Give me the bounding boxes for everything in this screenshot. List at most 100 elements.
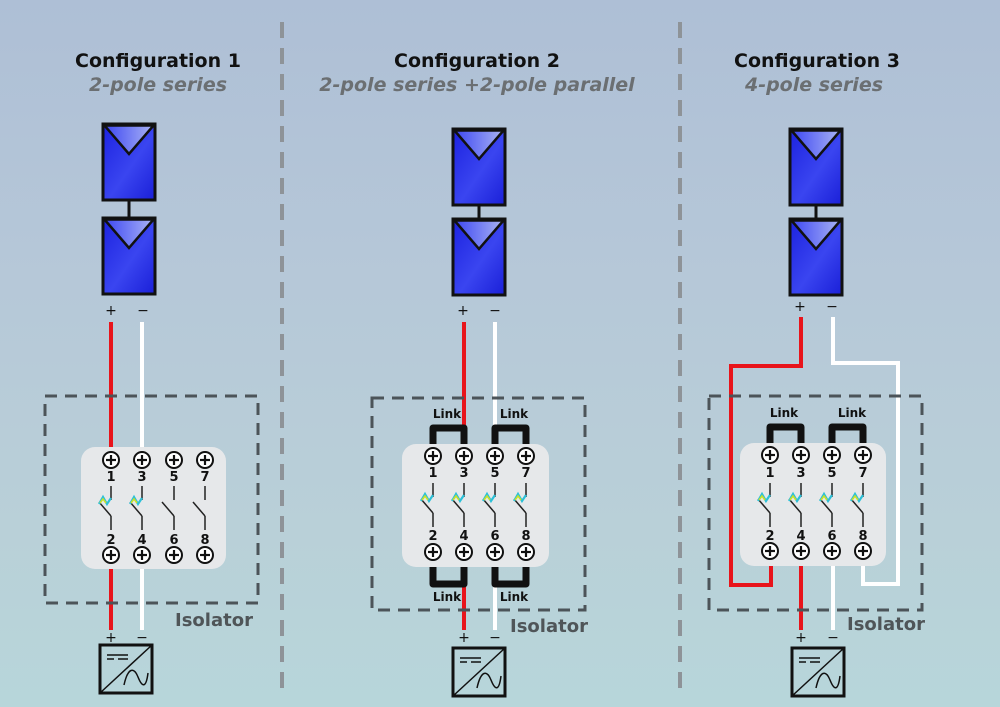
configuration-2: Configuration 2 2-pole series +2-pole pa…	[319, 50, 635, 698]
terminal-7-label: 7	[200, 470, 209, 485]
terminal-6-label: 6	[169, 533, 178, 548]
terminal-screw-icon	[760, 541, 780, 561]
config-2-title: Configuration 2	[394, 50, 560, 72]
link-label: Link	[500, 407, 529, 421]
terminal-2-label: 2	[106, 533, 115, 548]
terminal-screw-icon	[423, 446, 443, 466]
inverter-negative-label: −	[827, 630, 839, 646]
isolator-switch[interactable]	[402, 444, 549, 567]
isolator-boundary	[43, 394, 260, 605]
terminal-screw-icon	[132, 450, 152, 470]
terminal-screw-icon	[423, 542, 443, 562]
terminal-6-label: 6	[490, 529, 499, 544]
panel-negative-label: −	[826, 299, 838, 315]
link-label: Link	[433, 407, 462, 421]
config-3-subtitle: 4-pole series	[744, 74, 883, 96]
link-bridge-top-2	[491, 424, 530, 448]
solar-panel-icon	[101, 216, 157, 296]
solar-panel-icon	[451, 127, 507, 207]
isolator-switch[interactable]	[740, 443, 886, 566]
link-bridge-bottom-2	[491, 566, 530, 588]
terminal-2-label: 2	[765, 529, 774, 544]
isolator-switch[interactable]	[81, 447, 226, 569]
terminal-screw-icon	[485, 446, 505, 466]
terminal-screw-icon	[791, 445, 811, 465]
link-label: Link	[500, 590, 529, 604]
terminal-5-label: 5	[827, 466, 836, 481]
config-2-subtitle: 2-pole series +2-pole parallel	[319, 74, 635, 96]
inverter-icon	[98, 643, 154, 695]
terminal-screw-icon	[853, 445, 873, 465]
terminal-3-label: 3	[796, 466, 805, 481]
terminal-screw-icon	[516, 446, 536, 466]
link-bridge-bottom-1	[429, 566, 468, 588]
terminal-screw-icon	[454, 542, 474, 562]
inverter-positive-label: +	[795, 630, 807, 646]
inverter-icon	[790, 646, 846, 698]
terminal-screw-icon	[101, 450, 121, 470]
terminal-4-label: 4	[796, 529, 805, 544]
inverter-negative-label: −	[136, 630, 148, 646]
terminal-screw-icon	[516, 542, 536, 562]
terminal-screw-icon	[760, 445, 780, 465]
inverter-icon	[451, 646, 507, 698]
terminal-6-label: 6	[827, 529, 836, 544]
terminal-8-label: 8	[521, 529, 530, 544]
solar-panel-icon	[451, 217, 507, 297]
panel-negative-label: −	[489, 303, 501, 319]
terminal-screw-icon	[101, 545, 121, 565]
terminal-screw-icon	[195, 450, 215, 470]
link-bridge-top-1	[766, 423, 805, 446]
inverter-positive-label: +	[458, 630, 470, 646]
terminal-screw-icon	[822, 445, 842, 465]
isolator-label: Isolator	[175, 610, 253, 631]
link-label: Link	[838, 406, 867, 420]
link-label: Link	[433, 590, 462, 604]
terminal-1-label: 1	[765, 466, 774, 481]
terminal-4-label: 4	[459, 529, 468, 544]
isolator-boundary	[707, 394, 924, 612]
config-3-title: Configuration 3	[734, 50, 900, 72]
terminal-screw-icon	[164, 450, 184, 470]
solar-panel-icon	[788, 217, 844, 297]
terminal-3-label: 3	[137, 470, 146, 485]
configuration-3: Configuration 3 4-pole series + − Isolat…	[707, 50, 925, 698]
isolator-label: Isolator	[847, 614, 925, 635]
terminal-screw-icon	[485, 542, 505, 562]
terminal-2-label: 2	[428, 529, 437, 544]
terminal-8-label: 8	[858, 529, 867, 544]
isolator-label: Isolator	[510, 616, 588, 637]
panel-positive-label: +	[457, 303, 469, 319]
terminal-1-label: 1	[428, 466, 437, 481]
terminal-screw-icon	[454, 446, 474, 466]
solar-panel-icon	[788, 127, 844, 207]
config-1-subtitle: 2-pole series	[89, 74, 227, 96]
solar-panel-icon	[101, 122, 157, 202]
terminal-5-label: 5	[169, 470, 178, 485]
inverter-negative-label: −	[489, 630, 501, 646]
terminal-7-label: 7	[521, 466, 530, 481]
inverter-positive-label: +	[105, 630, 117, 646]
link-label: Link	[770, 406, 799, 420]
positive-wire	[729, 317, 803, 587]
config-1-title: Configuration 1	[75, 50, 241, 72]
configuration-1: Configuration 1 2-pole series + − Isolat…	[43, 50, 260, 695]
terminal-5-label: 5	[490, 466, 499, 481]
terminal-screw-icon	[132, 545, 152, 565]
negative-wire	[831, 317, 900, 586]
link-bridge-top-1	[429, 424, 468, 448]
terminal-screw-icon	[791, 541, 811, 561]
terminal-screw-icon	[195, 545, 215, 565]
panel-positive-label: +	[794, 299, 806, 315]
isolator-boundary	[370, 396, 587, 612]
link-bridge-top-2	[828, 423, 867, 446]
panel-positive-label: +	[105, 303, 117, 319]
terminal-7-label: 7	[858, 466, 867, 481]
terminal-4-label: 4	[137, 533, 146, 548]
terminal-screw-icon	[164, 545, 184, 565]
terminal-1-label: 1	[106, 470, 115, 485]
terminal-screw-icon	[853, 541, 873, 561]
panel-negative-label: −	[137, 303, 149, 319]
